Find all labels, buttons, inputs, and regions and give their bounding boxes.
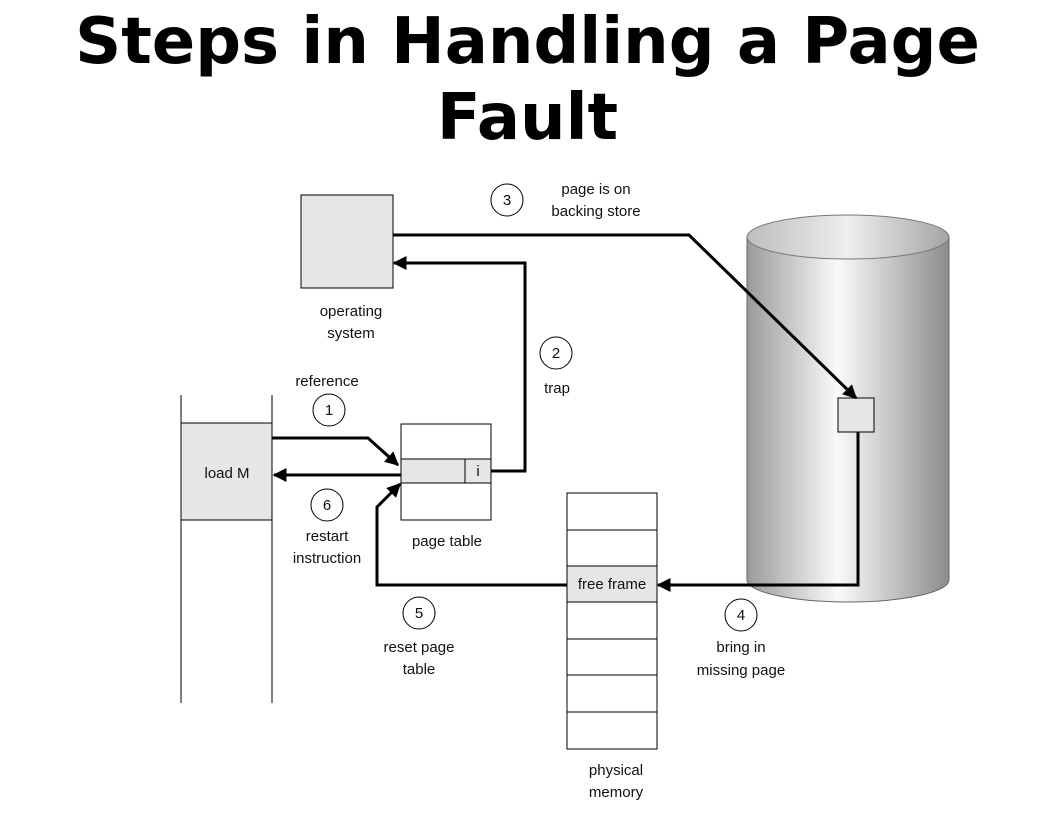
step-6-label-1: restart [306, 528, 349, 545]
step-6: 6 restart instruction [293, 488, 361, 567]
step-3-circle [490, 183, 524, 217]
page-table: i page table [400, 423, 492, 550]
operating-system: operating system [300, 194, 394, 342]
step-3: 3 page is on backing store [490, 181, 641, 220]
step-5-circle [402, 596, 436, 630]
title-line-1: Steps in Handling a Page [75, 5, 980, 79]
step-6-number: 6 [323, 497, 331, 514]
flow-arrows [272, 233, 860, 592]
arrow-trap [392, 256, 527, 473]
arrow-reset-page-table [375, 482, 567, 587]
load-instruction-text: load M [204, 465, 249, 482]
physical-memory-label-1: physical [589, 762, 643, 779]
page-table-label: page table [412, 533, 482, 550]
title-line-2: Fault [436, 81, 619, 155]
operating-system-label-1: operating [320, 303, 383, 320]
step-4-circle [724, 598, 758, 632]
step-2-label: trap [544, 380, 570, 397]
step-4-number: 4 [737, 607, 745, 624]
step-2-circle [539, 336, 573, 370]
free-frame-slot [566, 565, 658, 603]
step-5-number: 5 [415, 605, 423, 622]
step-5-label-1: reset page [384, 639, 455, 656]
process-memory: load M [180, 395, 273, 703]
step-6-circle [310, 488, 344, 522]
step-4: 4 bring in missing page [697, 598, 785, 679]
step-1-label: reference [295, 373, 358, 390]
step-1: 1 reference [295, 373, 359, 427]
step-2: 2 trap [539, 336, 573, 397]
step-4-label-1: bring in [716, 639, 765, 656]
free-frame-label: free frame [578, 576, 646, 593]
backing-store-disk [746, 214, 950, 603]
invalid-bit: i [476, 463, 479, 480]
step-1-number: 1 [325, 402, 333, 419]
step-5: 5 reset page table [384, 596, 455, 678]
step-3-label-1: page is on [561, 181, 630, 198]
operating-system-box [300, 194, 394, 289]
step-3-number: 3 [503, 192, 511, 209]
physical-memory-box [566, 492, 658, 750]
load-instruction-box [180, 422, 273, 521]
step-5-label-2: table [403, 661, 436, 678]
arrow-bring-in [656, 432, 860, 592]
step-6-label-2: instruction [293, 550, 361, 567]
step-1-circle [312, 393, 346, 427]
step-3-label-2: backing store [551, 203, 640, 220]
physical-memory-label-2: memory [589, 784, 644, 801]
arrow-reference [272, 436, 400, 467]
physical-memory: free frame physical memory [566, 492, 658, 801]
step-4-label-2: missing page [697, 662, 785, 679]
step-2-number: 2 [552, 345, 560, 362]
disk-page-block [837, 397, 875, 433]
arrow-backing-store [393, 233, 858, 400]
operating-system-label-2: system [327, 325, 375, 342]
page-title: Steps in Handling a Page Fault [0, 4, 1055, 156]
